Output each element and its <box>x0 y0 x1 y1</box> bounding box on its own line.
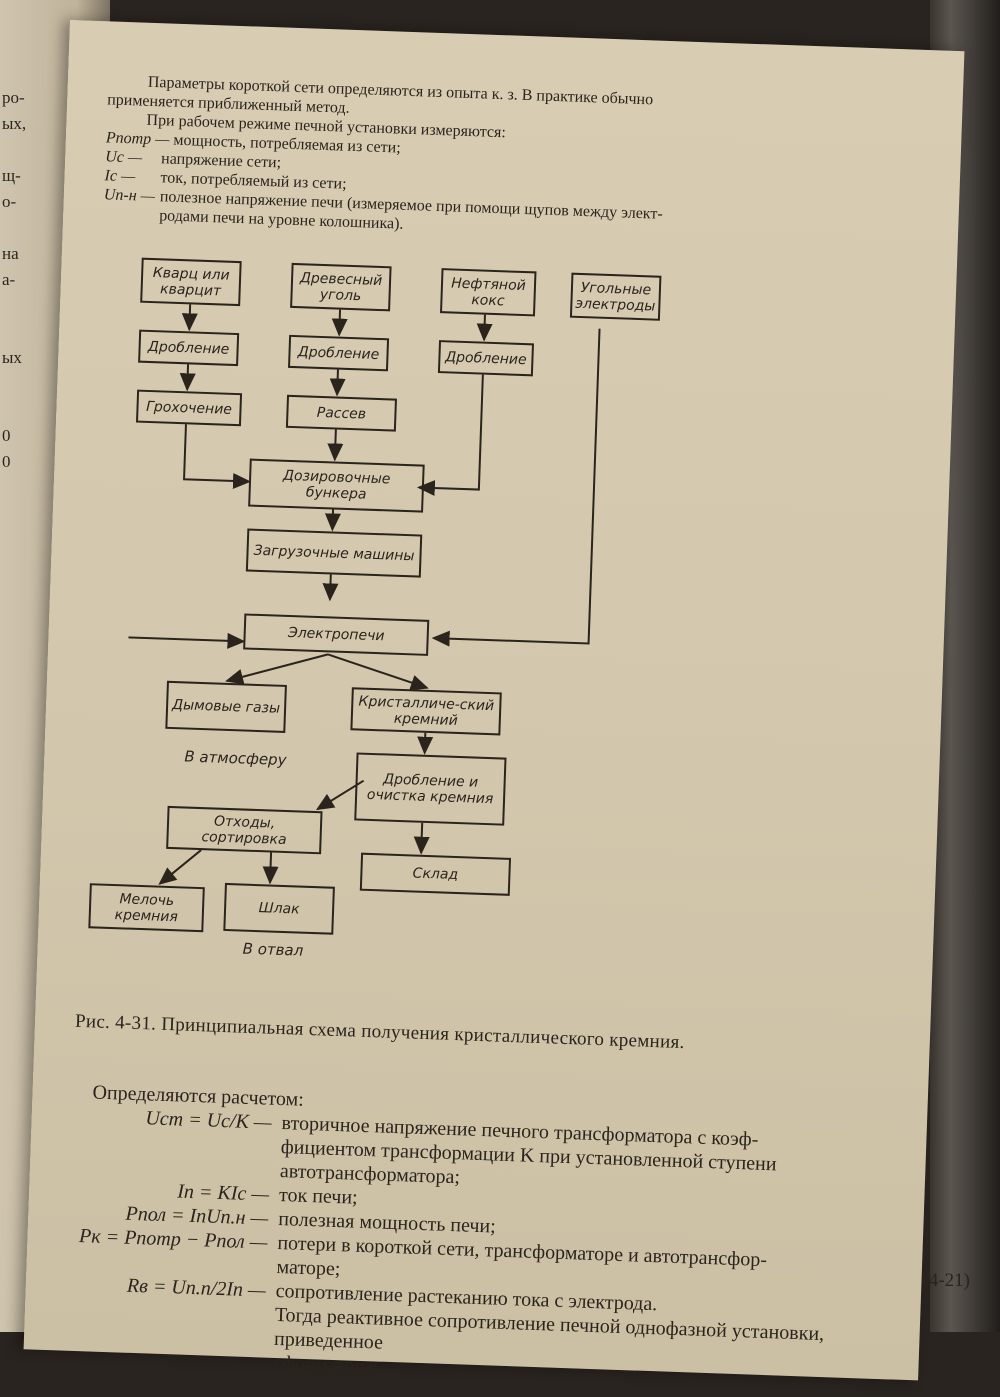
figure-caption: Рис. 4-31. Принципиальная схема получени… <box>74 1010 685 1054</box>
page-text: Параметры короткой сети определяются из … <box>103 71 888 250</box>
arrow <box>413 822 430 855</box>
box-crushing-2: Дробление <box>287 334 390 372</box>
arrow <box>262 852 279 885</box>
symbol: Iс — <box>104 167 136 186</box>
left-text-line <box>2 137 32 163</box>
box-silicon-fines: Мелочь кремния <box>88 883 205 933</box>
box-electric-furnaces: Электропечи <box>243 613 430 656</box>
arrow <box>331 309 348 337</box>
formulas-block: Определяются расчетом: Uст = Uс/K —втори… <box>43 1080 893 1396</box>
box-dosing-hoppers: Дозировочные бункера <box>248 458 425 513</box>
left-text-line: о- <box>2 192 17 211</box>
box-storage: Склад <box>359 852 512 896</box>
left-text-line <box>2 371 32 397</box>
box-screening: Грохочение <box>135 389 243 427</box>
left-text-line: а- <box>2 270 16 289</box>
equation-number: (4-21) <box>922 1270 970 1291</box>
flow-diagram: Кварц или кварцит Древесный уголь Нефтян… <box>88 238 702 1017</box>
box-sieving: Рассев <box>285 394 397 432</box>
left-text-line <box>2 397 32 423</box>
arrow <box>324 509 341 532</box>
box-crushing-3: Дробление <box>437 340 534 377</box>
box-charcoal: Древесный уголь <box>290 262 392 312</box>
left-text-line <box>2 319 32 345</box>
formula-lhs <box>44 1295 276 1351</box>
left-text-line: 0 <box>2 426 11 445</box>
box-crushing-1: Дробление <box>138 329 240 367</box>
symbol: Uс — <box>104 148 143 167</box>
arrow <box>158 849 202 885</box>
arrow <box>416 374 484 497</box>
diagram-arrows <box>115 304 601 917</box>
arrow <box>327 429 344 462</box>
arrow <box>476 314 493 342</box>
arrow <box>417 732 434 755</box>
box-waste-sorting: Отходы, сортировка <box>166 805 323 855</box>
box-crushing-cleaning: Дробление и очистка кремния <box>354 752 507 826</box>
box-petcoke: Нефтяной кокс <box>439 268 537 317</box>
box-slag: Шлак <box>223 882 335 935</box>
label-to-atmosphere: В атмосферу <box>184 747 287 770</box>
left-text-line: ро- <box>2 88 25 107</box>
arrow <box>183 424 252 489</box>
arrow <box>431 328 601 647</box>
box-crystalline-silicon: Кристалличе-ский кремний <box>350 687 502 736</box>
arrow <box>315 779 365 811</box>
arrow <box>181 304 198 332</box>
arrow <box>327 653 429 691</box>
symbol <box>103 218 155 220</box>
book-page: Параметры короткой сети определяются из … <box>23 20 965 1381</box>
box-charging-machines: Загрузочные машины <box>245 528 423 578</box>
left-page-text: ро- ых, щ- о- на а- ых 0 0 <box>2 85 32 475</box>
arrow <box>329 369 346 397</box>
left-text-line: щ- <box>2 166 21 185</box>
symbol: Pпотр — <box>105 129 170 149</box>
arrow <box>115 632 246 917</box>
left-text-line: ых <box>2 348 22 367</box>
box-quartz: Кварц или кварцит <box>140 257 242 307</box>
label-to-dump: В отвал <box>242 939 304 960</box>
left-text-line <box>2 293 32 319</box>
box-electrodes: Угольные электроды <box>569 272 662 321</box>
left-text-line: 0 <box>2 452 11 471</box>
left-text-line: на <box>2 244 19 263</box>
arrow <box>179 364 196 392</box>
arrow <box>322 574 339 602</box>
left-text-line: ых, <box>2 114 27 133</box>
box-flue-gases: Дымовые газы <box>165 680 287 733</box>
left-text-line <box>2 215 32 241</box>
symbol: Uп-н — <box>103 186 156 206</box>
arrow <box>225 653 329 685</box>
